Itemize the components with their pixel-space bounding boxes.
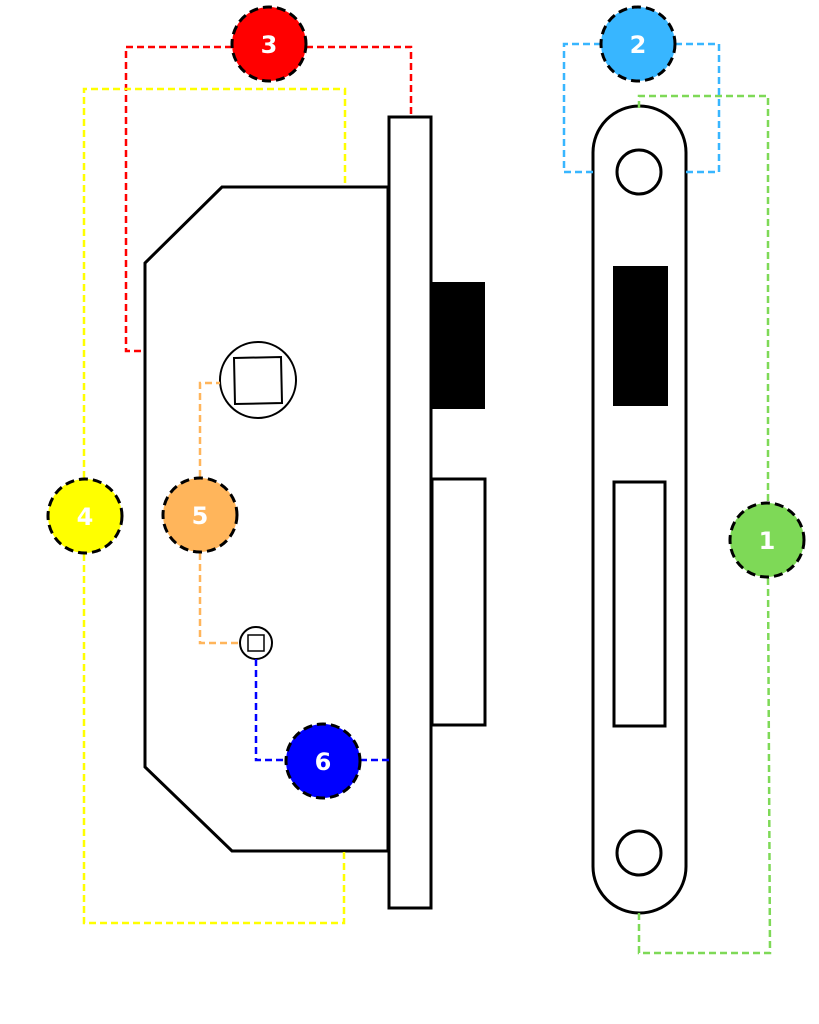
- leader-line-3-right: [306, 45, 413, 117]
- leader-line-1: [637, 94, 770, 503]
- marker-1-label: 1: [759, 527, 776, 555]
- marker-5: 5: [161, 476, 239, 554]
- lock-body: [143, 115, 487, 910]
- leader-line-2-right: [675, 42, 721, 174]
- spindle-square: [232, 355, 284, 406]
- leader-line-6: [254, 659, 286, 762]
- marker-6: 6: [284, 722, 362, 800]
- strike-screw-hole-bottom: [615, 829, 663, 877]
- marker-1: 1: [728, 501, 806, 579]
- marker-2: 2: [599, 5, 677, 83]
- marker-5-circle: [161, 476, 239, 554]
- follower-square: [247, 634, 265, 652]
- marker-1-circle: [728, 501, 806, 579]
- strike-screw-hole-top: [615, 148, 663, 196]
- leader-line-5-bottom: [198, 553, 240, 645]
- marker-6-circle: [284, 722, 362, 800]
- marker-4-circle: [46, 477, 124, 555]
- deadbolt: [431, 282, 485, 409]
- marker-3-label: 3: [261, 31, 278, 59]
- leader-line-2: [562, 42, 601, 174]
- marker-3-circle: [230, 5, 308, 83]
- leader-line-1-bottom: [637, 577, 772, 955]
- marker-6-label: 6: [315, 748, 332, 776]
- leader-line-4: [82, 87, 347, 478]
- strike-bolt-opening: [613, 266, 668, 406]
- marker-4-label: 4: [77, 503, 94, 531]
- leader-line-4-bottom: [82, 554, 346, 925]
- marker-3: 3: [230, 5, 308, 83]
- latch: [430, 477, 487, 727]
- strike-plate-group: [591, 104, 688, 915]
- leader-lines: [82, 42, 772, 955]
- leader-line-3: [124, 45, 232, 353]
- marker-2-circle: [599, 5, 677, 83]
- marker-4: 4: [46, 477, 124, 555]
- strike-latch-opening: [612, 480, 667, 728]
- leader-line-5: [198, 381, 220, 477]
- marker-5-label: 5: [192, 502, 209, 530]
- marker-2-label: 2: [630, 31, 647, 59]
- forend-plate: [387, 115, 433, 910]
